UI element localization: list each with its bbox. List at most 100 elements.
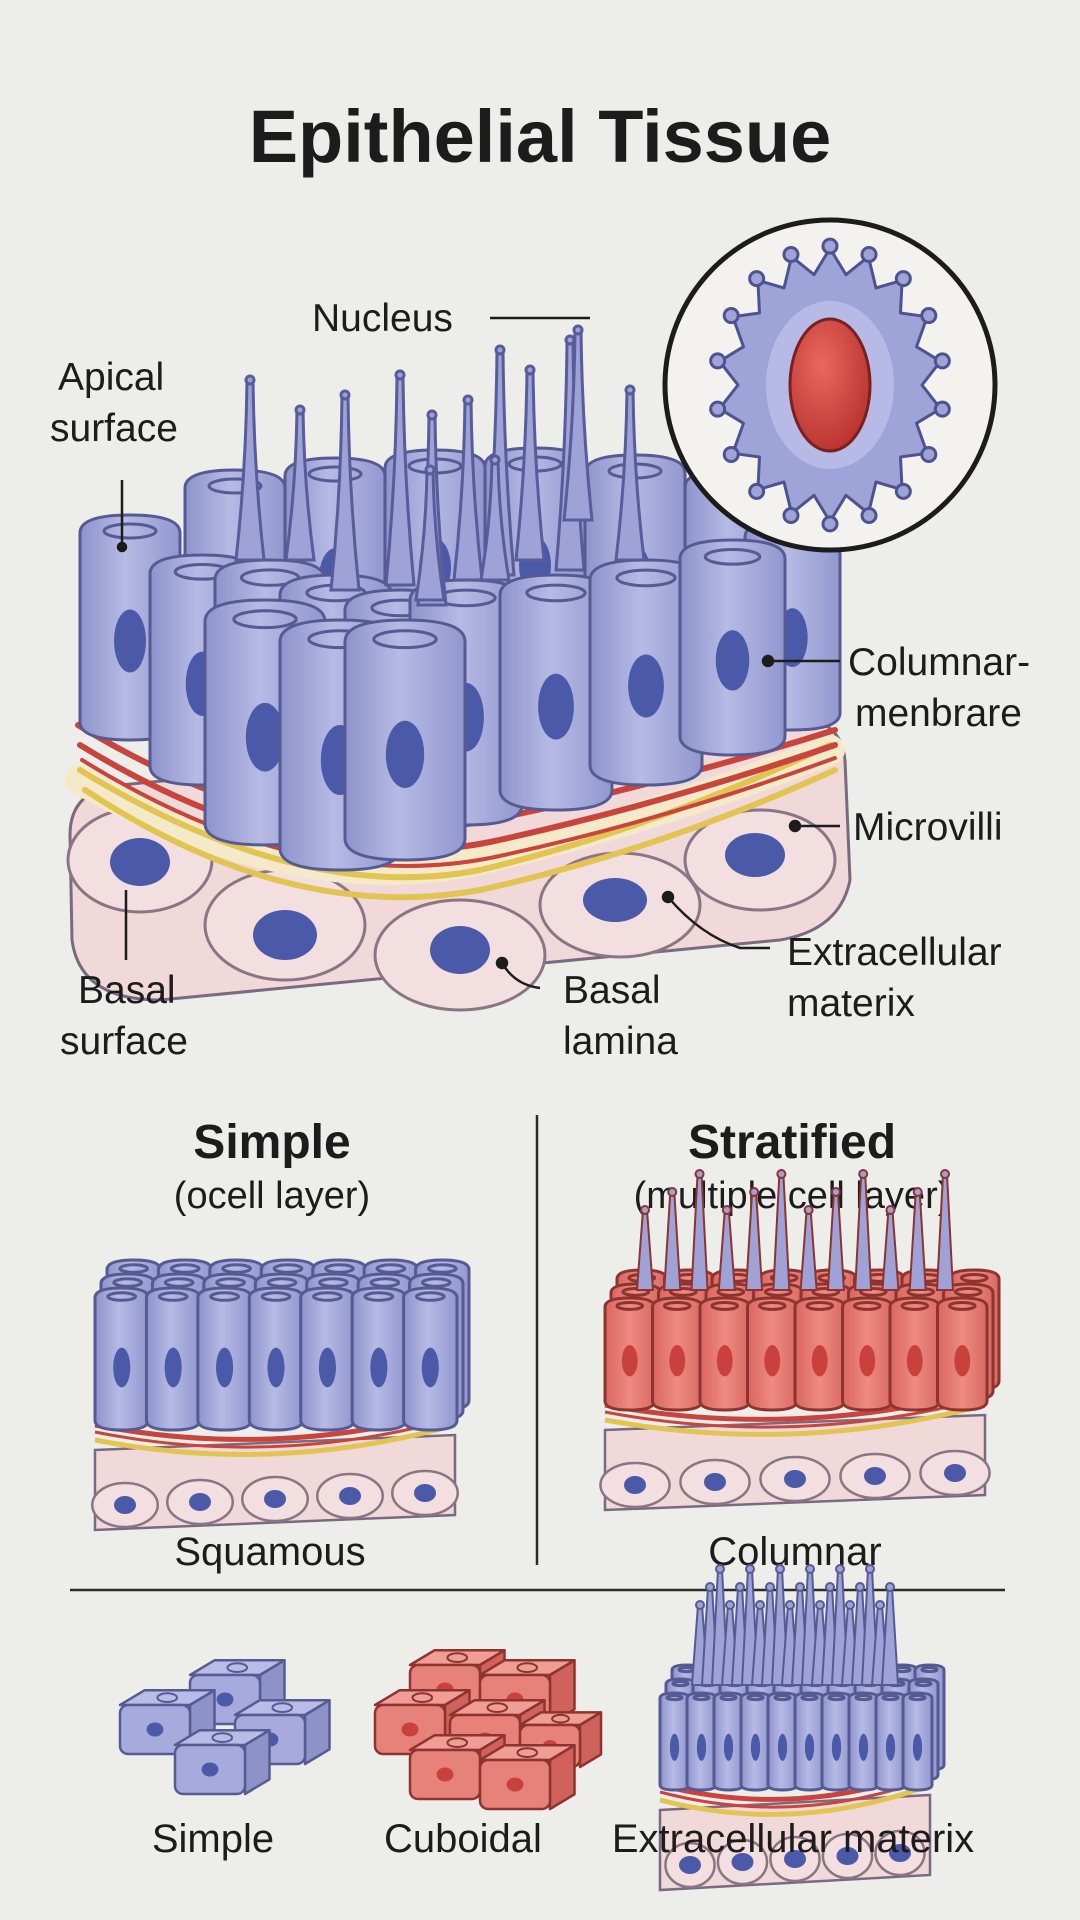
columnar-cell	[820, 1691, 853, 1792]
nucleus	[696, 1733, 707, 1761]
columnar-cell	[847, 1691, 880, 1792]
label-extracellular-matrix-line2: materix	[787, 982, 915, 1025]
columnar-cell	[901, 1691, 934, 1792]
columnar-cell	[658, 1691, 691, 1792]
nucleus	[669, 1733, 680, 1761]
nucleus	[906, 1345, 923, 1377]
nucleus	[831, 1733, 842, 1761]
nucleus	[538, 673, 574, 740]
nucleus	[436, 1767, 454, 1782]
nucleus	[267, 1347, 285, 1388]
cilium	[880, 1586, 900, 1686]
stratified-heading: Stratified	[688, 1116, 896, 1169]
columnar-cell	[678, 538, 787, 757]
columnar-cell	[196, 1286, 253, 1432]
label-columnar-membrane-line1: Columnar-	[848, 641, 1030, 684]
nucleus	[628, 654, 664, 718]
nucleus	[385, 720, 425, 789]
cilium	[881, 1209, 900, 1291]
nucleus	[146, 1722, 164, 1737]
columnar-cell	[874, 1691, 907, 1792]
nucleus	[885, 1733, 896, 1761]
simple-cuboid-cluster	[118, 1659, 331, 1796]
cilium	[479, 458, 511, 582]
cilium	[414, 468, 446, 602]
cuboidal-cluster	[373, 1649, 603, 1811]
caption-extracellular-matrix: Extracellular materix	[612, 1817, 974, 1861]
nucleus	[245, 702, 285, 772]
extracellular-matrix-diagram	[658, 1564, 946, 1892]
columnar-cell	[144, 1286, 202, 1432]
fiber	[604, 1396, 986, 1429]
apical-cilia	[234, 324, 646, 607]
nucleus	[777, 1733, 788, 1761]
nucleus	[401, 1722, 419, 1737]
nucleus	[216, 1692, 234, 1707]
nucleus	[201, 1762, 219, 1777]
columnar-cell	[498, 573, 614, 812]
cilium	[614, 388, 646, 562]
nucleus	[506, 1777, 524, 1792]
columnar-cell	[402, 1286, 459, 1432]
columnar-cell	[746, 1296, 799, 1412]
leader-lines	[116, 316, 840, 990]
label-apical-surface-line2: surface	[50, 407, 178, 450]
columnar-cell	[603, 1296, 656, 1412]
nucleus	[858, 1733, 869, 1761]
columnar-cell	[841, 1296, 894, 1412]
fiber	[94, 1416, 456, 1449]
fiber	[604, 1402, 986, 1437]
columnar-cell	[888, 1296, 941, 1412]
simple-subheading: (ocell layer)	[174, 1175, 370, 1217]
columnar-cell	[698, 1296, 751, 1412]
nucleus-inset-circle	[662, 217, 998, 553]
columnar-cell	[299, 1286, 356, 1432]
columnar-cell	[651, 1296, 704, 1412]
simple-epithelium-diagram	[91, 1258, 471, 1532]
fiber	[94, 1422, 456, 1457]
nucleus	[716, 1345, 733, 1377]
caption-simple: Simple	[152, 1817, 274, 1861]
nucleus	[114, 609, 146, 673]
nucleus	[621, 1345, 638, 1377]
caption-columnar: Columnar	[708, 1530, 881, 1574]
caption-cuboidal: Cuboidal	[384, 1817, 542, 1861]
cuboidal-cell	[173, 1729, 271, 1796]
columnar-cell	[247, 1286, 305, 1432]
nucleus-inset	[788, 317, 872, 453]
columnar-cell	[343, 618, 467, 862]
nucleus	[723, 1733, 734, 1761]
nucleus	[954, 1345, 971, 1377]
cuboidal-cell	[478, 1744, 576, 1811]
cilium	[234, 378, 266, 562]
nucleus	[764, 1345, 781, 1377]
cilium	[329, 393, 361, 592]
cilium	[384, 373, 416, 587]
nucleus	[113, 1347, 131, 1388]
simple-heading: Simple	[193, 1116, 350, 1169]
columnar-cell	[739, 1691, 772, 1792]
fiber	[659, 1782, 931, 1817]
columnar-cell	[712, 1691, 745, 1792]
label-basal-surface-line1: Basal	[78, 969, 176, 1012]
cilium	[514, 368, 546, 562]
nucleus	[811, 1345, 828, 1377]
columnar-cell	[93, 1286, 150, 1432]
nucleus	[804, 1733, 815, 1761]
columnar-cell	[350, 1286, 408, 1432]
stratified-epithelium-diagram	[599, 1169, 1001, 1512]
label-apical-surface-line1: Apical	[58, 356, 164, 399]
label-nucleus: Nucleus	[312, 297, 453, 340]
nucleus	[912, 1733, 923, 1761]
label-extracellular-matrix-line1: Extracellular	[787, 931, 1002, 974]
nucleus	[669, 1345, 686, 1377]
nucleus	[164, 1347, 182, 1388]
columnar-cell	[793, 1691, 826, 1792]
main-tissue-diagram	[65, 324, 852, 1012]
cilium	[799, 1209, 818, 1291]
nucleus	[750, 1733, 761, 1761]
label-columnar-membrane-line2: menbrare	[855, 692, 1022, 735]
cilium	[635, 1209, 655, 1291]
